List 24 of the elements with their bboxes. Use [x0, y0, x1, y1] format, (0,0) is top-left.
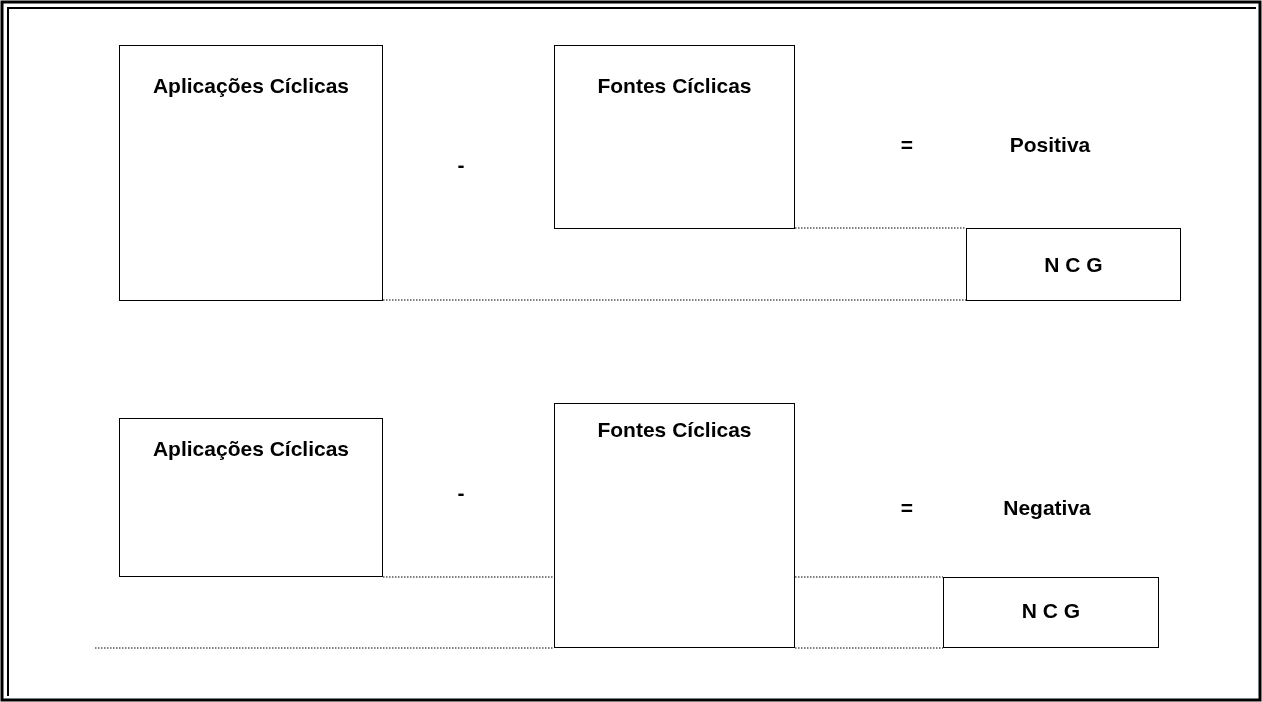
- box-label: Aplicações Cíclicas: [152, 74, 350, 98]
- equals-sign: =: [900, 496, 914, 520]
- box-label: N C G: [1044, 253, 1103, 277]
- box-label: Fontes Cíclicas: [597, 74, 752, 98]
- minus-sign: -: [457, 481, 465, 505]
- box-label: N C G: [1021, 599, 1081, 623]
- dotted-line: [382, 299, 967, 301]
- equals-sign: =: [900, 133, 914, 157]
- text-box: [554, 403, 795, 648]
- box-label: Aplicações Cíclicas: [152, 437, 350, 461]
- text-box: [119, 45, 383, 301]
- dotted-line: [94, 647, 555, 649]
- result-label: Negativa: [1003, 496, 1091, 520]
- dotted-line: [794, 576, 944, 578]
- text-box: [554, 45, 795, 229]
- dotted-line: [382, 576, 555, 578]
- text-box: [966, 228, 1181, 301]
- dotted-line: [794, 647, 944, 649]
- text-box: [943, 577, 1159, 648]
- text-box: [119, 418, 383, 577]
- box-label: Fontes Cíclicas: [597, 418, 752, 442]
- dotted-line: [794, 227, 967, 229]
- minus-sign: -: [457, 153, 465, 177]
- result-label: Positiva: [1009, 133, 1091, 157]
